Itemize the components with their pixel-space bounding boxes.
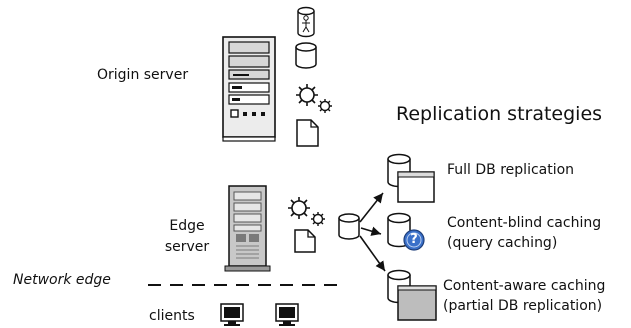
question-icon [403,229,425,251]
edge-server-label-line1: Edge [169,218,205,234]
arrow-to-content-aware [359,235,386,272]
client-monitor-1 [220,303,244,326]
client-monitor-2 [275,303,299,326]
network-edge-label: Network edge [13,272,111,288]
content-aware-sublabel: (partial DB replication) [443,298,603,314]
edge-server-label-line2: server [164,239,210,255]
document-icon [296,119,319,147]
content-blind-sublabel: (query caching) [447,235,558,251]
replication-arrows [359,192,386,272]
edge-gears-icon [288,197,325,226]
origin-server-label: Origin server [97,67,189,83]
person-cylinder-icon [297,6,315,38]
edge-server-icon [224,185,271,272]
database-icon [295,42,317,69]
replication-strategies-title: Replication strategies [396,103,603,125]
gears-icon [296,84,332,113]
full-db-icon [387,153,435,203]
content-aware-icon [387,269,437,321]
content-aware-label: Content-aware caching [443,278,606,294]
full-db-label: Full DB replication [447,162,575,178]
content-blind-label: Content-blind caching [447,215,602,231]
arrow-to-full-db [359,192,384,223]
edge-document-icon [294,229,316,253]
origin-server-icon [222,36,276,142]
clients-label: clients [149,308,195,324]
question-mark-glyph: ? [410,232,418,247]
arrow-to-content-blind [360,226,382,236]
edge-server-label: Edge server [155,218,219,256]
edge-database-icon [338,213,360,240]
